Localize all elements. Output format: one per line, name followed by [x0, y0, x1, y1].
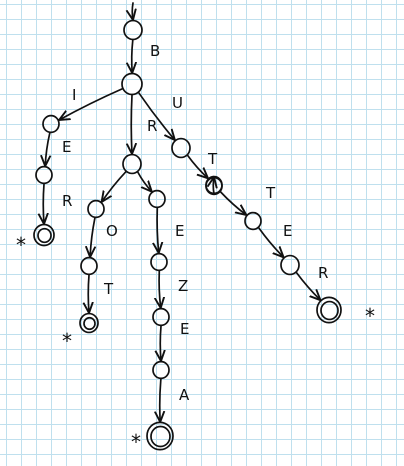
edge-label-n0-n1: B [150, 42, 160, 60]
edge-label-n1-n2: I [72, 86, 76, 104]
edge-n11-n12 [160, 325, 161, 361]
edge-n15-n16 [213, 177, 214, 195]
edge-n17-n18 [257, 227, 284, 257]
state-node [80, 256, 98, 276]
edge-n12-n13 [160, 378, 161, 422]
edge-n1-n2 [59, 88, 123, 120]
state-node [35, 165, 53, 185]
edge-label-n3-n4: R [62, 192, 72, 210]
accept-marker: * [365, 304, 375, 328]
edge-label-n11-n12: E [180, 320, 189, 338]
state-node [152, 360, 170, 380]
edge-n9-n10 [157, 207, 159, 253]
state-node [205, 176, 223, 196]
edges-layer [43, 2, 321, 422]
accept-marker: * [16, 233, 26, 257]
accept-marker: * [131, 430, 141, 454]
edge-n6-n7 [90, 217, 95, 257]
edge-label-n1-n14: U [172, 94, 183, 112]
state-node [244, 211, 262, 231]
edge-n14-n15 [186, 154, 208, 179]
state-node [87, 199, 105, 219]
edge-n1-n5 [131, 94, 132, 154]
edge-n3-n4 [43, 183, 44, 224]
edge-n18-n19 [295, 271, 321, 301]
labels-layer: B I E R R O T E Z E A U T T E R * * * * [16, 42, 375, 454]
accept-marker: * [62, 329, 72, 353]
edge-label-n9-n10: E [175, 222, 184, 240]
edge-n0-n1 [132, 39, 133, 73]
accept-state-node [146, 421, 174, 451]
state-node [280, 254, 300, 276]
state-node [122, 153, 142, 175]
edge-label-n10-n11: Z [178, 277, 188, 295]
edge-label-n1-n5: R [147, 117, 157, 135]
edge-n2-n3 [45, 132, 50, 166]
edge-label-n18-n19: R [318, 264, 328, 282]
edge-label-n14-n15: T [207, 150, 218, 168]
edge-label-n12-n13: A [179, 386, 190, 404]
edge-label-n7-n8: T [103, 280, 114, 298]
edge-n16-n17 [219, 191, 247, 215]
state-node [152, 307, 170, 327]
state-node [123, 19, 143, 41]
state-node [121, 72, 143, 96]
edge-n7-n8 [88, 274, 89, 313]
state-node [148, 189, 166, 209]
edge-label-n6-n7: O [106, 222, 118, 240]
edge-start-n0 [132, 2, 133, 20]
edge-label-n2-n3: E [62, 138, 71, 156]
state-node [150, 252, 168, 272]
accept-state-node [316, 296, 342, 324]
state-node [42, 114, 60, 134]
edge-n1-n14 [137, 91, 175, 140]
edge-label-n16-n17: T [265, 184, 276, 202]
edge-n10-n11 [159, 270, 161, 308]
accept-state-node [79, 312, 99, 334]
accept-state-node [33, 223, 55, 247]
nodes-layer [33, 19, 342, 451]
edge-n5-n6 [102, 170, 127, 202]
edge-label-n17-n18: E [283, 222, 292, 240]
edge-n5-n9 [136, 171, 152, 192]
state-node [171, 137, 191, 159]
